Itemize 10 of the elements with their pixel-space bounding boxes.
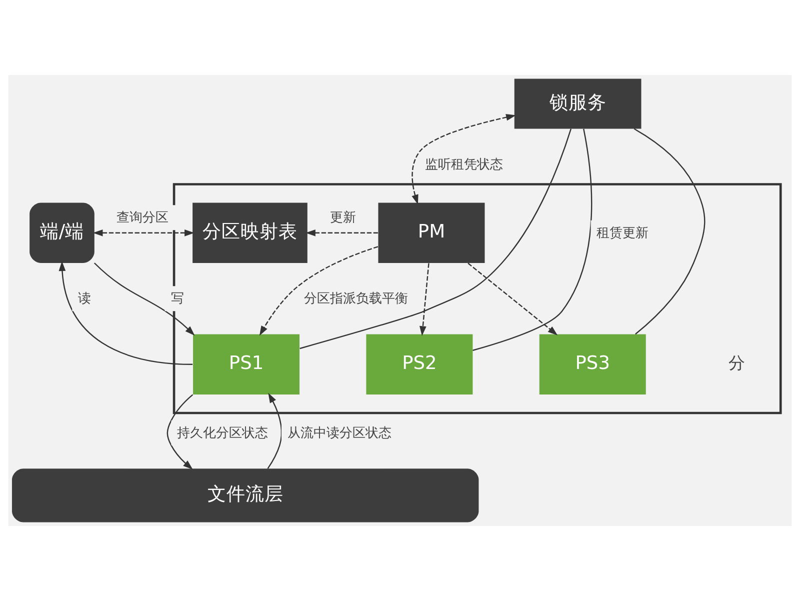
edge-label: 监听租凭状态	[425, 156, 504, 172]
label: 分	[728, 352, 746, 372]
edge-label: 读	[78, 291, 92, 306]
edge-label: 租赁更新	[596, 225, 648, 240]
edge-label: 写	[170, 291, 184, 306]
edge-label: 查询分区	[116, 210, 169, 226]
edge-label: 分区指派负载平衡	[304, 291, 408, 306]
edge-label: 从流中读分区状态	[287, 425, 392, 440]
edge-label: 持久化分区状态	[176, 425, 268, 440]
edge-label: 更新	[330, 210, 356, 226]
